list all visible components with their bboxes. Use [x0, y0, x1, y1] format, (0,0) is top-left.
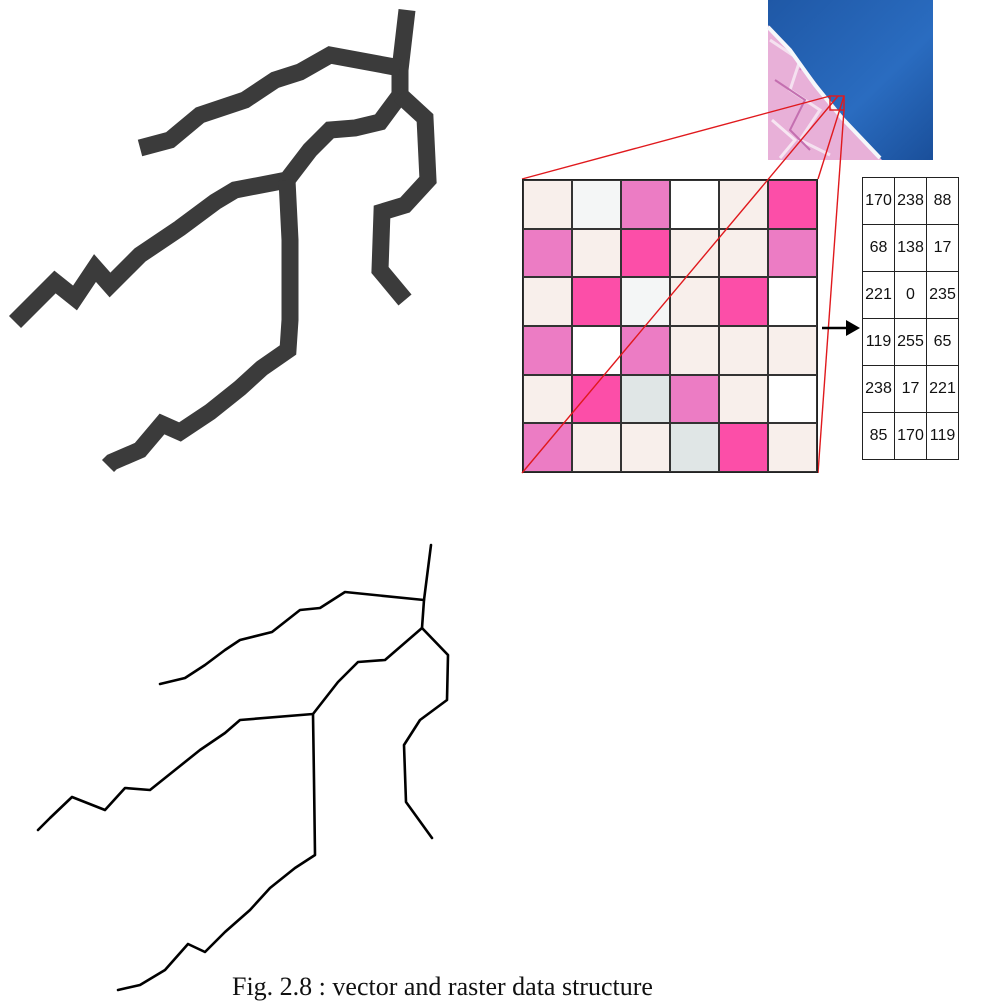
value-cell: 119	[863, 319, 895, 366]
value-cell: 170	[895, 413, 927, 460]
value-cell: 235	[927, 272, 959, 319]
value-cell: 88	[927, 178, 959, 225]
value-cell: 65	[927, 319, 959, 366]
value-cell: 221	[927, 366, 959, 413]
value-cell: 138	[895, 225, 927, 272]
figure-caption: Fig. 2.8 : vector and raster data struct…	[232, 972, 653, 1002]
value-cell: 221	[863, 272, 895, 319]
value-cell: 255	[895, 319, 927, 366]
value-cell: 17	[895, 366, 927, 413]
value-cell: 119	[927, 413, 959, 460]
value-cell: 0	[895, 272, 927, 319]
value-cell: 170	[863, 178, 895, 225]
value-cell: 238	[895, 178, 927, 225]
value-cell: 238	[863, 366, 895, 413]
value-cell: 17	[927, 225, 959, 272]
value-cell: 68	[863, 225, 895, 272]
arrow-head	[846, 320, 860, 336]
value-cell: 85	[863, 413, 895, 460]
